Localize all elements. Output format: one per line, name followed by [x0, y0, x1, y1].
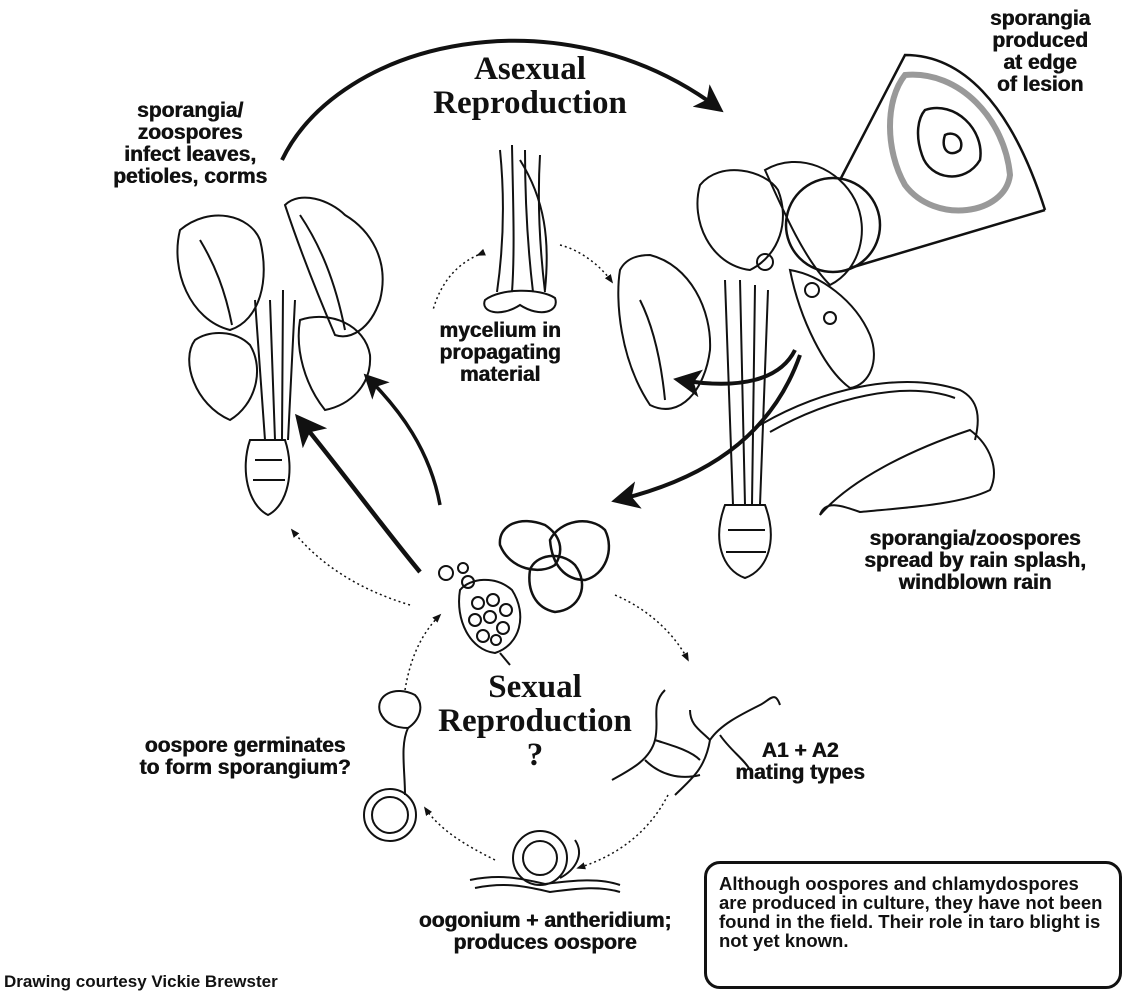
- spread-arrow-1: [673, 349, 797, 398]
- infect-arrow-2: [295, 413, 422, 574]
- inner-cycle-arrows: [432, 244, 614, 311]
- asexual-title: Asexual Reproduction: [430, 52, 630, 120]
- infect-line-3: infect leaves,: [124, 143, 256, 166]
- lesion-line-1: sporangia: [989, 7, 1091, 30]
- infect-label: sporangia/ zoospores infect leaves, peti…: [100, 100, 280, 188]
- spread-arrow-2: [611, 354, 802, 509]
- drawing-credit: Drawing courtesy Vickie Brewster: [4, 972, 278, 991]
- sexual-title-line-1: Sexual: [488, 669, 582, 705]
- germinate-line-2: to form sporangium?: [139, 756, 351, 779]
- chlamydospores: [498, 519, 611, 614]
- asexual-title-line-2: Reproduction: [433, 85, 627, 121]
- oogonium-antheridium: [469, 830, 621, 894]
- sexual-title: Sexual Reproduction ?: [430, 670, 640, 772]
- fallen-leaf: [759, 381, 995, 516]
- lesion-magnifier: [784, 53, 1047, 274]
- lesion-line-4: of lesion: [996, 73, 1084, 96]
- mating-label: A1 + A2 mating types: [720, 740, 880, 784]
- lesion-label: sporangia produced at edge of lesion: [975, 8, 1105, 96]
- asexual-cycle-arrow: [280, 38, 724, 161]
- propagating-material: [483, 144, 557, 314]
- infect-arrow-3: [290, 528, 411, 606]
- spread-line-1: sporangia/zoospores: [869, 527, 1081, 550]
- infect-line-4: petioles, corms: [112, 165, 268, 188]
- infect-arrow-1: [363, 373, 442, 506]
- sexual-title-line-3: ?: [526, 737, 544, 773]
- sporangium-cluster: [438, 562, 522, 666]
- mating-line-2: mating types: [735, 761, 865, 784]
- lesion-line-3: at edge: [1003, 51, 1077, 74]
- lesion-line-2: produced: [992, 29, 1088, 52]
- infected-taro-plant-left: [176, 196, 384, 517]
- spread-line-2: spread by rain splash,: [864, 549, 1086, 572]
- mycelium-label: mycelium in propagating material: [425, 320, 575, 386]
- spread-line-3: windblown rain: [898, 571, 1052, 594]
- infect-line-1: sporangia/: [136, 99, 244, 122]
- mycelium-line-3: material: [459, 363, 541, 386]
- note-box: Although oospores and chlamydospores are…: [704, 861, 1122, 989]
- germinate-label: oospore germinates to form sporangium?: [115, 735, 375, 779]
- germinating-oospore: [363, 690, 422, 842]
- mating-hyphae: [611, 689, 781, 796]
- sexual-title-line-2: Reproduction: [438, 703, 632, 739]
- infect-line-2: zoospores: [137, 121, 243, 144]
- sexual-cycle-arrows: [404, 594, 689, 870]
- mating-line-1: A1 + A2: [761, 739, 839, 762]
- mycelium-line-2: propagating: [439, 341, 561, 364]
- spread-label: sporangia/zoospores spread by rain splas…: [835, 528, 1115, 594]
- infected-taro-plant-right: [617, 160, 875, 580]
- oogonium-label: oogonium + antheridium; produces oospore: [390, 910, 700, 954]
- asexual-title-line-1: Asexual: [474, 51, 586, 87]
- oogonium-line-1: oogonium + antheridium;: [418, 909, 672, 932]
- mycelium-line-1: mycelium in: [439, 319, 561, 342]
- oogonium-line-2: produces oospore: [453, 931, 637, 954]
- germinate-line-1: oospore germinates: [144, 734, 346, 757]
